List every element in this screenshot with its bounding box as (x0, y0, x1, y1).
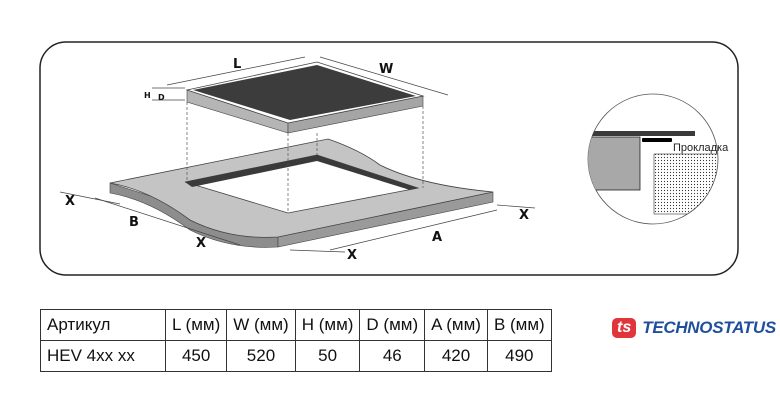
logo-mark: ts (612, 318, 637, 338)
cell-H: 50 (294, 340, 361, 372)
header-A: A (мм) (424, 309, 488, 341)
label-X: X (65, 194, 75, 209)
dimension-lines (59, 56, 536, 253)
label-L: L (233, 57, 241, 72)
logo-name: TECHNOSTATUS (642, 318, 776, 337)
gasket-label: Прокладка (673, 142, 729, 154)
label-X: X (519, 208, 529, 223)
header-L: L (мм) (164, 309, 228, 341)
countertop (109, 138, 494, 248)
gasket-detail: Прокладка (587, 93, 729, 225)
label-D: D (158, 93, 165, 102)
diagram-frame (39, 41, 739, 276)
header-H: H (мм) (294, 309, 361, 341)
header-D: D (мм) (359, 309, 426, 341)
cell-B: 490 (486, 340, 552, 372)
projection-lines (186, 102, 424, 213)
label-X: X (347, 248, 357, 263)
label-W: W (379, 62, 393, 77)
cell-L: 450 (164, 340, 228, 372)
label-X: X (196, 236, 206, 251)
cell-article: HEV 4xx xx (40, 340, 166, 372)
hob (185, 61, 425, 134)
technostatus-logo: ts TECHNOSTATUS (612, 318, 776, 338)
installation-diagram: L W H D X B X X A X Прокладка (39, 41, 739, 276)
header-B: B (мм) (486, 309, 552, 341)
header-W: W (мм) (226, 309, 296, 341)
cell-D: 46 (359, 340, 426, 372)
label-A: A (432, 230, 442, 245)
cell-W: 520 (226, 340, 296, 372)
cell-A: 420 (424, 340, 488, 372)
table-row: HEV 4xx xx 450 520 50 46 420 490 (40, 340, 552, 372)
dimension-labels: L W H D X B X X A X (65, 57, 529, 263)
label-B: B (129, 215, 139, 230)
table-header-row: Артикул L (мм) W (мм) H (мм) D (мм) A (м… (40, 309, 552, 341)
dimensions-table: Артикул L (мм) W (мм) H (мм) D (мм) A (м… (40, 309, 552, 372)
header-article: Артикул (40, 309, 166, 341)
label-H: H (144, 91, 151, 100)
